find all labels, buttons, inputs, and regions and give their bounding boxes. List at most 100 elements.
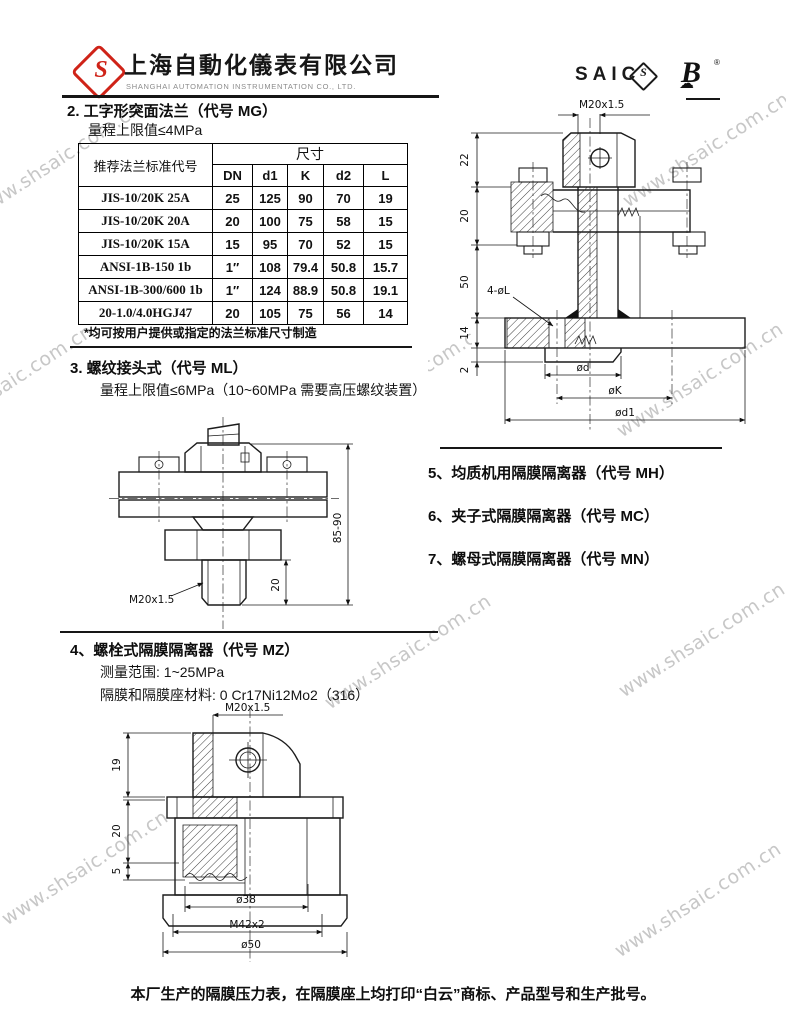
k-cell: 75: [287, 301, 324, 325]
face-height-dim: 2: [459, 367, 471, 374]
outer-dia-dim: ø50: [241, 939, 261, 951]
bolt-holes-label: 4-øL: [487, 285, 510, 297]
stub-length-dim: 20: [270, 578, 282, 591]
table-row: ANSI-1B-300/600 1b 1″ 124 88.9 50.8 19.1: [78, 278, 408, 302]
corner-header-cell: 推荐法兰标准代号: [78, 143, 213, 187]
watermark: www.shsaic.com.cn: [614, 578, 786, 702]
k-cell: 75: [287, 209, 324, 233]
table-row: JIS-10/20K 15A 15 95 70 52 15: [78, 232, 408, 256]
table-row: JIS-10/20K 20A 20 100 75 58 15: [78, 209, 408, 233]
mg-flange-drawing: M20x1.5: [459, 99, 746, 430]
table-row: ANSI-1B-150 1b 1″ 108 79.4 50.8 15.7: [78, 255, 408, 279]
l-cell: 19.1: [363, 278, 408, 302]
company-name-cn: 上海自動化儀表有限公司: [124, 52, 399, 78]
mz-bolt-drawing: M20x1.5 19 20 5 ø38 M42x2 ø50: [111, 702, 348, 962]
col-header-dn: DN: [212, 164, 253, 187]
flange-code-cell: JIS-10/20K 20A: [78, 209, 213, 233]
k-cell: 88.9: [287, 278, 324, 302]
cap-height-dim: 22: [459, 153, 471, 166]
mg-dimensions: 22 20 50 14 2 4-øL ød øK ød1: [459, 132, 746, 424]
item-mh: 5、均质机用隔膜隔离器（代号 MH）: [428, 465, 674, 482]
k-cell: 90: [287, 186, 324, 210]
flange-code-cell: JIS-10/20K 15A: [78, 232, 213, 256]
d2-cell: 50.8: [323, 255, 364, 279]
base-height-dim: 14: [459, 326, 471, 340]
section4-title: 4、螺栓式隔膜隔离器（代号 MZ）: [70, 642, 300, 659]
thread-label: M20x1.5: [225, 702, 270, 714]
l-cell: 15: [363, 232, 408, 256]
flange-code-cell: 20-1.0/4.0HGJ47: [78, 301, 213, 325]
body-thread-dim: M42x2: [229, 919, 264, 931]
header-divider: [62, 95, 439, 98]
item-mc: 6、夹子式隔膜隔离器（代号 MC）: [428, 508, 659, 525]
seat-height-dim: 5: [111, 868, 123, 875]
l-cell: 15.7: [363, 255, 408, 279]
company-logo-s-icon: S: [94, 57, 108, 83]
face-dia-dim: ød: [576, 362, 589, 374]
l-cell: 14: [363, 301, 408, 325]
ml-dimensions: 20 85-90 M20x1.5: [129, 443, 353, 606]
col-header-d1: d1: [252, 164, 288, 187]
d1-cell: 124: [252, 278, 288, 302]
d1-cell: 100: [252, 209, 288, 233]
item-mn: 7、螺母式隔膜隔离器（代号 MN）: [428, 551, 659, 568]
registered-mark: ®: [714, 58, 720, 67]
mz-dimensions: 19 20 5 ø38 M42x2 ø50: [111, 732, 348, 957]
mz-dim-thread: M20x1.5: [212, 702, 283, 736]
section3-subtitle: 量程上限值≤6MPa（10~60MPa 需要高压螺纹装置）: [100, 382, 427, 398]
l-cell: 19: [363, 186, 408, 210]
footer-note: 本厂生产的隔膜压力表，在隔膜座上均打印“白云”商标、产品型号和生产批号。: [130, 986, 656, 1003]
section4-material: 隔膜和隔膜座材料: 0 Cr17Ni12Mo2（316）: [100, 687, 370, 703]
baiyun-cloud-icon: ☁: [679, 75, 694, 92]
divider: [70, 346, 412, 348]
d1-cell: 108: [252, 255, 288, 279]
d1-cell: 105: [252, 301, 288, 325]
baiyun-underline: [686, 98, 720, 100]
flange-code-cell: ANSI-1B-300/600 1b: [78, 278, 213, 302]
dn-cell: 25: [212, 186, 253, 210]
total-height-dim: 85-90: [332, 513, 344, 544]
dn-cell: 20: [212, 301, 253, 325]
watermark: www.shsaic.com.cn: [610, 838, 786, 962]
d2-cell: 52: [323, 232, 364, 256]
size-header-cell: 尺寸: [212, 143, 408, 165]
flange-code-cell: ANSI-1B-150 1b: [78, 255, 213, 279]
flange-height-dim: 20: [459, 209, 471, 222]
mg-dim-thread: M20x1.5: [558, 99, 650, 134]
d1-cell: 95: [252, 232, 288, 256]
k-cell: 79.4: [287, 255, 324, 279]
divider: [440, 447, 722, 449]
d2-cell: 58: [323, 209, 364, 233]
company-name-en: SHANGHAI AUTOMATION INSTRUMENTATION CO.,…: [126, 82, 356, 91]
col-header-l: L: [363, 164, 408, 187]
table-footnote: *均可按用户提供或指定的法兰标准尺寸制造: [84, 326, 317, 340]
watermark: www.shsaic.com.cn: [0, 320, 98, 444]
d1-cell: 125: [252, 186, 288, 210]
cap-height-dim: 19: [111, 758, 123, 771]
section2-title: 2. 工字形突面法兰（代号 MG）: [67, 103, 278, 120]
thread-label: M20x1.5: [129, 594, 174, 606]
section2-subtitle: 量程上限值≤4MPa: [88, 122, 203, 138]
k-cell: 70: [287, 232, 324, 256]
mz-body: [162, 732, 348, 927]
mg-body: [504, 132, 746, 404]
thread-label: M20x1.5: [579, 99, 624, 111]
l-cell: 15: [363, 209, 408, 233]
section4-range: 测量范围: 1~25MPa: [100, 664, 225, 680]
section3-title: 3. 螺纹接头式（代号 ML）: [70, 360, 248, 377]
col-header-k: K: [287, 164, 324, 187]
outer-dia-dim: ød1: [615, 407, 635, 419]
ml-threaded-drawing: 20 85-90 M20x1.5: [109, 417, 353, 629]
stem-height-dim: 50: [459, 275, 471, 288]
d2-cell: 70: [323, 186, 364, 210]
body-height-dim: 20: [111, 824, 123, 837]
table-header-row: 推荐法兰标准代号 尺寸: [78, 143, 408, 187]
d2-cell: 56: [323, 301, 364, 325]
diaphragm-dia-dim: ø38: [236, 894, 256, 906]
dn-cell: 20: [212, 209, 253, 233]
ml-body: [118, 423, 328, 606]
saic-s-icon: S: [640, 65, 647, 79]
dn-cell: 1″: [212, 278, 253, 302]
flange-table: 推荐法兰标准代号 尺寸 DN d1 K d2 L JIS-10/20K 25A …: [78, 143, 408, 325]
